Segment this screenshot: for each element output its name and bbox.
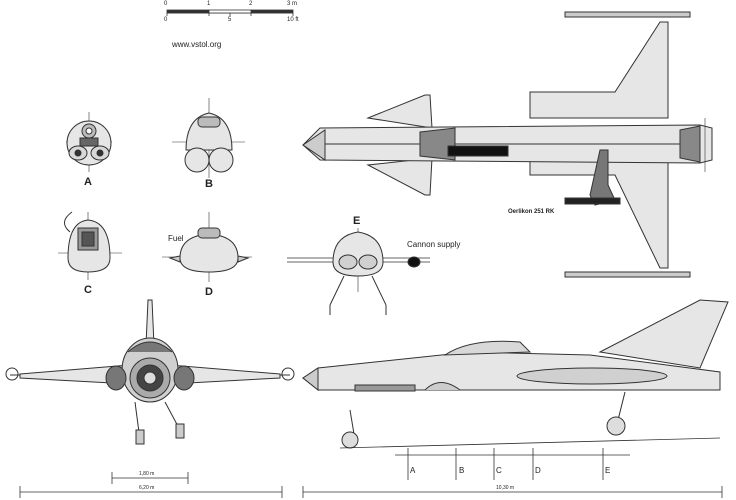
cannon-label: Oerlikon 251 RK [508, 209, 555, 215]
dimension-track: 1,80 m [139, 471, 155, 477]
scale-label-ft-0: 0 [164, 17, 168, 23]
side-view [302, 299, 729, 456]
fuel-label: Fuel [168, 234, 184, 243]
section-marker-b: B [459, 466, 465, 475]
section-d-label: D [205, 286, 213, 298]
section-b-view [172, 98, 245, 178]
dimension-lines [19, 472, 723, 498]
dimension-length: 10,30 m [496, 485, 515, 491]
scale-label-ft-2: 10 ft [287, 17, 299, 23]
section-c-label: C [84, 284, 92, 296]
section-marker-d: D [535, 466, 541, 475]
section-marker-e: E [605, 466, 611, 475]
section-a-view [66, 112, 112, 172]
scale-label-m-2: 2 [249, 1, 253, 7]
section-e-view [287, 228, 430, 315]
section-c-view [58, 211, 122, 280]
section-marker-c: C [496, 466, 502, 475]
section-a-label: A [84, 176, 92, 188]
section-marker-a: A [410, 466, 416, 475]
plan-view [302, 11, 713, 278]
section-marker-ticks [407, 448, 604, 480]
section-d-view [162, 212, 252, 282]
scale-label-m-0: 0 [164, 1, 168, 7]
scale-label-m-3: 3 m [287, 1, 298, 7]
section-b-label: B [205, 178, 213, 190]
front-view [5, 299, 295, 445]
dimension-span: 6,20 m [139, 485, 155, 491]
section-e-label: E [353, 215, 361, 227]
scale-label-m-1: 1 [207, 1, 211, 7]
website-label: www.vstol.org [172, 40, 222, 49]
scale-label-ft-1: 5 [228, 17, 232, 23]
scale-bar [166, 9, 294, 16]
cannon-supply-label: Cannon supply [407, 240, 461, 249]
